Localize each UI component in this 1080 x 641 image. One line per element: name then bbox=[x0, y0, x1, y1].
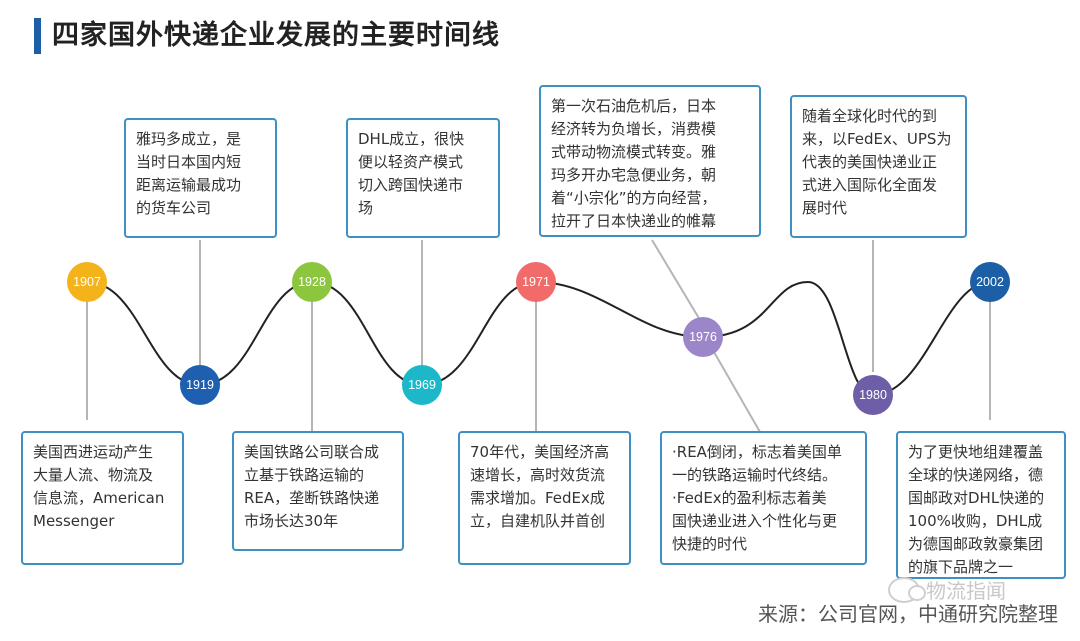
event-box-1969: DHL成立，很快 便以轻资产模式 切入跨国快递市 场 bbox=[346, 118, 500, 238]
wechat-icon bbox=[888, 576, 926, 603]
year-node-1969: 1969 bbox=[402, 365, 442, 405]
year-node-1928: 1928 bbox=[292, 262, 332, 302]
year-node-1919: 1919 bbox=[180, 365, 220, 405]
event-box-1980: 随着全球化时代的到 来，以FedEx、UPS为 代表的美国快递业正 式进入国际化… bbox=[790, 95, 967, 238]
year-node-1907: 1907 bbox=[67, 262, 107, 302]
event-box-1976-us: ·REA倒闭，标志着美国单 一的铁路运输时代终结。 ·FedEx的盈利标志着美 … bbox=[660, 431, 867, 565]
year-node-1980: 1980 bbox=[853, 375, 893, 415]
page-title: 四家国外快递企业发展的主要时间线 bbox=[52, 20, 500, 51]
event-box-1976-japan: 第一次石油危机后，日本 经济转为负增长，消费模 式带动物流模式转变。雅 玛多开办… bbox=[539, 85, 761, 237]
title-accent-bar bbox=[34, 18, 41, 54]
source-note: 来源：公司官网，中通研究院整理 bbox=[758, 602, 1058, 626]
event-box-1971: 70年代，美国经济高 速增长，高时效货流 需求增加。FedEx成 立，自建机队并… bbox=[458, 431, 631, 565]
connector-1976-bottom bbox=[713, 351, 761, 433]
connector-1976-top bbox=[651, 239, 701, 321]
event-box-1928: 美国铁路公司联合成 立基于铁路运输的 REA，垄断铁路快递 市场长达30年 bbox=[232, 431, 404, 551]
watermark: 物流指闻 bbox=[888, 575, 1006, 604]
year-node-2002: 2002 bbox=[970, 262, 1010, 302]
event-box-1919: 雅玛多成立，是 当时日本国内短 距离运输最成功 的货车公司 bbox=[124, 118, 277, 238]
year-node-1976: 1976 bbox=[683, 317, 723, 357]
year-node-1971: 1971 bbox=[516, 262, 556, 302]
event-box-1907: 美国西进运动产生 大量人流、物流及 信息流，American Messenger bbox=[21, 431, 184, 565]
event-box-2002: 为了更快地组建覆盖 全球的快递网络，德 国邮政对DHL快递的 100%收购，DH… bbox=[896, 431, 1066, 579]
